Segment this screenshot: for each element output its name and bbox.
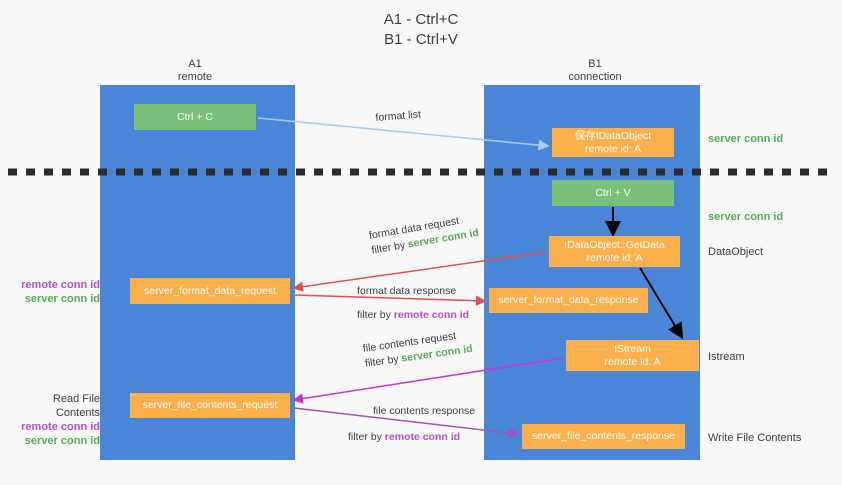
filter-remote-conn-id-1: remote conn id xyxy=(393,309,470,321)
label-read-file-contents: Read File Contents xyxy=(52,393,100,419)
label-write-file-contents: Write File Contents xyxy=(708,432,802,444)
column-a1-sub: remote xyxy=(177,71,213,83)
page-title: A1 - Ctrl+C B1 - Ctrl+V xyxy=(0,10,842,50)
label-conn-ids-format: remote conn id server conn id xyxy=(8,278,100,306)
arrow-format-data-request xyxy=(292,251,547,292)
edge-label-format-data-response: format data response filter by remote co… xyxy=(357,284,469,323)
filter-remote-conn-id-2: remote conn id xyxy=(384,431,461,443)
node-getdata-line2: remote id: A xyxy=(586,251,643,264)
filter-by-text-2: filter by xyxy=(357,309,394,321)
node-server-file-contents-response[interactable]: server_file_contents_response xyxy=(522,424,685,449)
column-b1-sub: connection xyxy=(568,71,622,83)
node-server-format-data-request-label: server_format_data_request xyxy=(144,284,276,297)
node-getdata-line1: IDataObject::GetData xyxy=(564,238,665,251)
edge-label-file-contents-response: file contents response filter by remote … xyxy=(348,404,476,445)
node-server-file-contents-response-label: server_file_contents_response xyxy=(531,430,675,442)
label-server-conn-id-mid: server conn id xyxy=(708,211,784,223)
phase-divider xyxy=(8,168,836,176)
node-save-idataobject-line2: remote id: A xyxy=(584,142,642,155)
column-header-b1: B1 connection xyxy=(530,58,660,84)
column-b1-name: B1 xyxy=(588,58,602,70)
column-header-a1: A1 remote xyxy=(130,58,260,84)
arrow-file-contents-response xyxy=(293,407,520,439)
node-ctrl-c[interactable]: Ctrl + C xyxy=(134,104,256,130)
title-line-1: A1 - Ctrl+C xyxy=(383,11,459,28)
node-server-format-data-response-label: server_format_data_response xyxy=(498,294,639,306)
label-dataobject: DataObject xyxy=(708,246,764,258)
edge-label-format-data-response-filter: filter by remote conn id xyxy=(357,308,469,323)
arrow-getdata-to-istream xyxy=(639,267,684,340)
arrow-format-data-response xyxy=(293,294,487,306)
arrow-file-contents-request xyxy=(292,357,564,404)
node-ctrl-v-label: Ctrl + V xyxy=(595,186,631,199)
title-line-2: B1 - Ctrl+V xyxy=(384,31,458,48)
node-ctrl-c-label: Ctrl + C xyxy=(177,110,213,123)
node-save-idataobject-line1: 保存IDataObject xyxy=(574,129,652,142)
edge-label-file-contents-response-filter: filter by remote conn id xyxy=(348,430,475,445)
label-istream: Istream xyxy=(708,351,745,363)
label-remote-conn-id-1: remote conn id xyxy=(21,279,100,291)
label-server-conn-id-1: server conn id xyxy=(24,293,100,305)
label-server-conn-id-top: server conn id xyxy=(708,133,784,145)
node-server-format-data-request[interactable]: server_format_data_request xyxy=(130,278,290,304)
filter-by-text-3: filter by xyxy=(364,352,403,370)
edge-label-file-contents-response-text: file contents response xyxy=(373,405,476,417)
node-idataobject-getdata[interactable]: IDataObject::GetData remote id: A xyxy=(549,236,680,267)
edge-label-format-data-response-text: format data response xyxy=(357,285,457,297)
label-server-conn-id-2: server conn id xyxy=(24,435,100,447)
node-server-file-contents-request[interactable]: server_file_contents_request xyxy=(130,393,290,418)
arrow-format-list xyxy=(257,117,550,151)
node-ctrl-v[interactable]: Ctrl + V xyxy=(552,180,674,206)
label-remote-conn-id-2: remote conn id xyxy=(21,421,100,433)
node-istream-line2: remote id: A xyxy=(604,355,661,368)
node-istream-line1: IStream xyxy=(614,342,651,355)
filter-by-text-4: filter by xyxy=(348,431,385,443)
node-server-format-data-response[interactable]: server_format_data_response xyxy=(489,288,648,313)
column-a1-name: A1 xyxy=(188,58,202,70)
node-save-idataobject[interactable]: 保存IDataObject remote id: A xyxy=(552,128,674,157)
label-read-file-contents-group: Read File Contents remote conn id server… xyxy=(8,392,100,448)
node-server-file-contents-request-label: server_file_contents_request xyxy=(142,399,278,411)
node-istream[interactable]: IStream remote id: A xyxy=(566,340,699,371)
